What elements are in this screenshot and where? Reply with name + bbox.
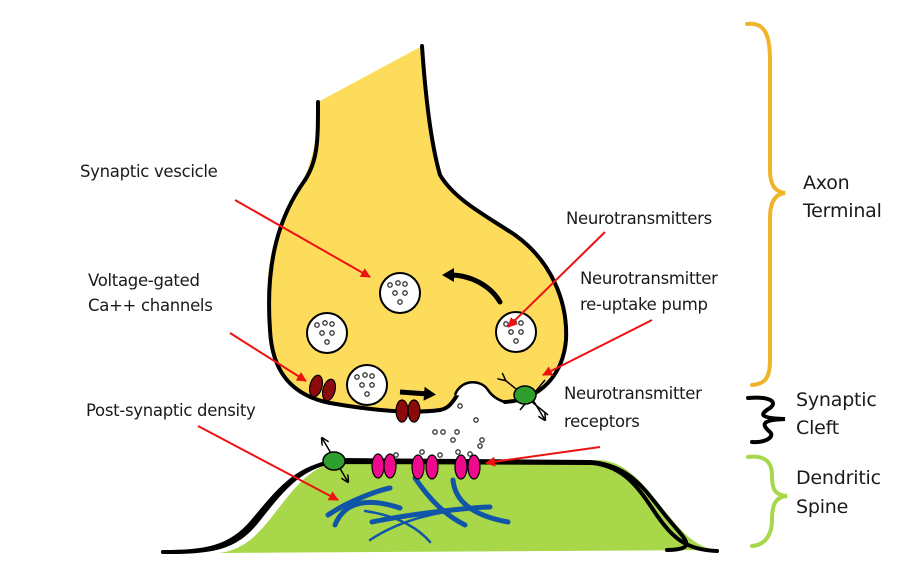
neurotransmitter-dot <box>392 290 398 296</box>
region-axon-terminal-line2: Terminal <box>803 200 882 222</box>
neurotransmitter-dot <box>479 437 485 443</box>
neurotransmitter-dot <box>369 373 375 379</box>
region-dendritic-spine-line1: Dendritic <box>796 467 881 489</box>
vesicle <box>379 272 421 314</box>
region-axon-terminal-line1: Axon <box>803 172 850 194</box>
label-post-synaptic-density: Post-synaptic density <box>86 401 256 420</box>
axon-terminal <box>266 44 569 414</box>
dendritic-spine-brace <box>746 454 788 548</box>
neurotransmitter-dot <box>322 320 328 326</box>
neurotransmitter-dot <box>362 372 368 378</box>
vesicle <box>495 311 537 353</box>
pointer-receptors <box>485 446 601 467</box>
region-dendritic-spine-line2: Spine <box>796 496 849 518</box>
neurotransmitter-receptors <box>371 453 481 480</box>
post-synaptic-density-fibers <box>325 475 511 544</box>
neurotransmitter-dot <box>397 299 403 305</box>
pointer-ca-channels <box>229 332 307 382</box>
neurotransmitter-dot <box>513 338 519 344</box>
pointer-arrows <box>197 199 653 501</box>
neurotransmitter-dot <box>369 382 375 388</box>
vesicle <box>346 364 388 406</box>
pointer-psd <box>197 425 339 501</box>
neurotransmitter-dot <box>419 449 425 455</box>
neurotransmitter-dot <box>518 320 524 326</box>
recycle-arrow <box>442 268 503 305</box>
neurotransmitter-dot <box>477 443 483 449</box>
neurotransmitter-dot <box>359 382 365 388</box>
neurotransmitter-dot <box>432 429 438 435</box>
label-reuptake-line2: re-uptake pump <box>580 295 708 314</box>
axon-terminal-brace <box>745 21 786 387</box>
neurotransmitter-dot <box>393 452 399 458</box>
neurotransmitter-dot <box>467 451 473 457</box>
neurotransmitter-dot <box>518 329 524 335</box>
synaptic-vesicles <box>306 272 537 406</box>
pointer-reuptake <box>542 319 653 376</box>
neurotransmitter-dot <box>457 403 463 409</box>
neurotransmitter-dot <box>387 282 393 288</box>
label-voltage-gated-line1: Voltage-gated <box>88 271 200 290</box>
neurotransmitter-dot <box>314 322 320 328</box>
vesicle <box>306 312 348 354</box>
neurotransmitter-dot <box>402 290 408 296</box>
neurotransmitter-dot <box>395 280 401 286</box>
spine-pump <box>322 438 348 482</box>
neurotransmitter-dot <box>503 321 509 327</box>
neurotransmitter-dot <box>319 330 325 336</box>
neurotransmitter-dot <box>402 281 408 287</box>
free-neurotransmitters <box>393 403 485 458</box>
label-receptors-line1: Neurotransmitter <box>564 384 702 403</box>
voltage-gated-ca-channels <box>308 374 421 423</box>
neurotransmitter-dot <box>354 374 360 380</box>
neurotransmitter-dot <box>454 429 460 435</box>
region-synaptic-cleft-line1: Synaptic <box>796 389 877 411</box>
label-neurotransmitters: Neurotransmitters <box>566 209 712 228</box>
region-synaptic-cleft-line2: Cleft <box>796 417 840 439</box>
neurotransmitter-dot <box>329 330 335 336</box>
synaptic-cleft-brace <box>746 395 786 445</box>
pointer-neurotransmitters <box>507 231 606 328</box>
neurotransmitter-dot <box>455 449 461 455</box>
neurotransmitter-dot <box>450 437 456 443</box>
neurotransmitter-dot <box>473 417 479 423</box>
neurotransmitter-dot <box>440 429 446 435</box>
neurotransmitter-dot <box>508 329 514 335</box>
neurotransmitter-dot <box>329 321 335 327</box>
label-voltage-gated-line2: Ca++ channels <box>88 296 213 315</box>
label-receptors-line2: receptors <box>564 412 640 431</box>
release-arrow <box>399 386 436 401</box>
label-synaptic-vesicle: Synaptic vescicle <box>80 162 218 181</box>
label-reuptake-line1: Neurotransmitter <box>580 269 718 288</box>
reuptake-pump <box>505 380 549 420</box>
neurotransmitter-dot <box>437 452 443 458</box>
neurotransmitter-dot <box>364 391 370 397</box>
pointer-synaptic-vesicle <box>234 199 371 278</box>
neurotransmitter-dot <box>324 339 330 345</box>
